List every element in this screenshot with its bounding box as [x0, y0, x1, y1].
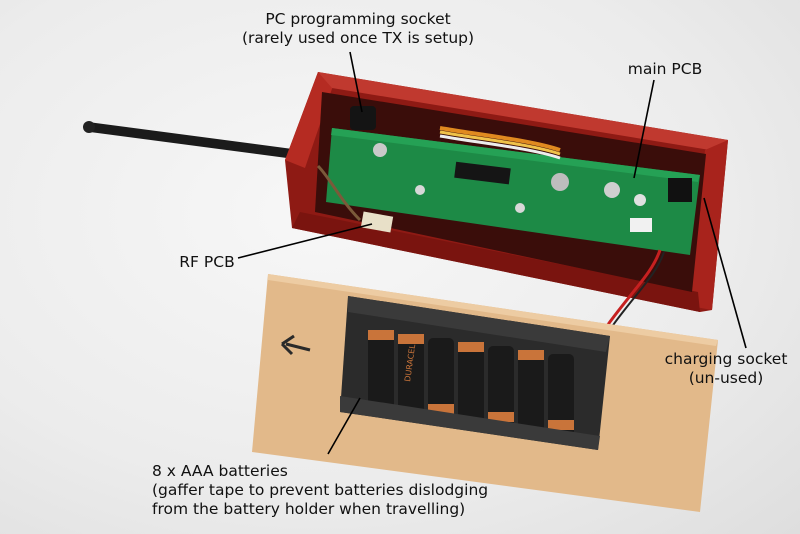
main-pcb-pointer: [633, 79, 655, 179]
antenna: [83, 121, 321, 164]
pc-socket-pointer: [349, 51, 363, 113]
main-pcb-label: main PCB: [627, 60, 703, 78]
rf-pcb-pointer: [237, 223, 373, 259]
charging-socket-label: charging socket (un-used): [664, 350, 788, 387]
pc-socket-label: PC programming socket (rarely used once …: [241, 10, 475, 47]
batteries-label: 8 x AAA batteries (gaffer tape to preven…: [152, 462, 489, 518]
batteries-pointer: [327, 397, 361, 455]
charging-socket-pointer: [703, 197, 747, 349]
rf-pcb-board: [316, 164, 394, 233]
main-pcb-board: [326, 126, 700, 255]
pc-socket: [350, 106, 376, 130]
battery-pack: DURACELL: [340, 296, 610, 450]
pointer-lines: [237, 51, 747, 455]
rf-pcb-label: RF PCB: [179, 253, 235, 271]
